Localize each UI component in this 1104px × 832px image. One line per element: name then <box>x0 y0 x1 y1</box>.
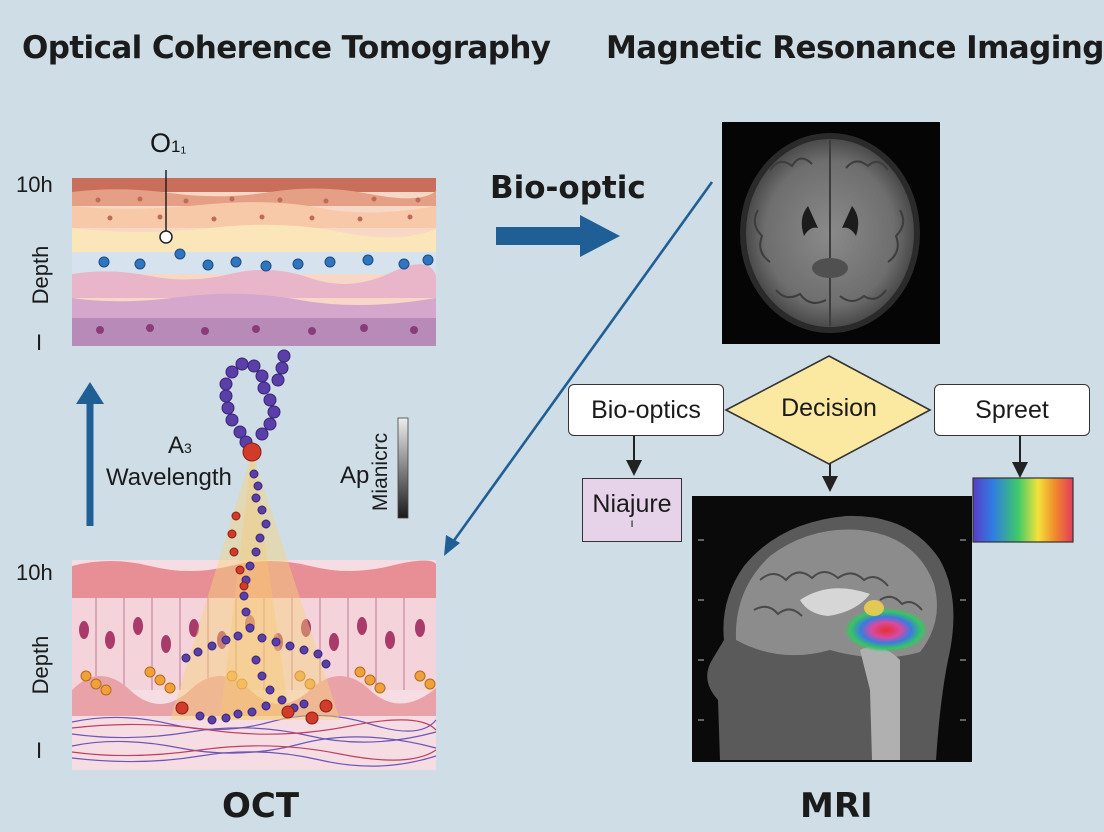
depth-axis-label: Depth <box>28 245 53 305</box>
bio-optics-box: Bio-optics <box>568 384 724 436</box>
axial-mri-image <box>722 122 940 344</box>
intensity-scale-bar <box>397 417 409 519</box>
depth-bottom-value: 10h <box>16 560 53 585</box>
scale-label: Ap <box>340 462 370 489</box>
bio-optic-arrow <box>496 227 582 245</box>
spreet-box: Spreet <box>934 384 1090 436</box>
niajure-label: Niajure <box>592 489 672 518</box>
depth-end-mark-2: I <box>36 738 43 763</box>
molecule-core <box>242 442 262 462</box>
depth-end-mark: I <box>36 330 43 355</box>
depth-top-value: 10h <box>16 172 53 197</box>
niajure-sub: ı <box>630 515 634 530</box>
oct-top-marker: O1₁ <box>150 128 187 158</box>
decision-label: Decision <box>781 394 877 422</box>
molecule-chain <box>181 349 331 725</box>
bio-optic-arrow-label: Bio-optic <box>490 170 646 206</box>
decision-diamond <box>724 355 932 465</box>
left-title: Optical Coherence Tomography <box>22 30 551 66</box>
depth-axis-label-2: Depth <box>28 635 53 695</box>
scale-vertical-label: Mianicrc <box>369 432 392 512</box>
right-title: Magnetic Resonance Imaging <box>606 30 1104 66</box>
oct-bottom-tissue <box>71 560 437 770</box>
spectrum-swatch <box>972 477 1074 543</box>
light-cone <box>170 452 340 720</box>
oct-top-tissue <box>72 170 436 346</box>
sagittal-mri-image <box>692 496 972 762</box>
wavelength-label: Wavelength <box>106 464 232 491</box>
molecule-label-a: A3 <box>168 432 192 459</box>
diagonal-arrow <box>448 181 714 547</box>
mri-label: MRI <box>800 786 873 826</box>
oct-label: OCT <box>222 786 300 826</box>
niajure-box: Niajure ı <box>582 478 682 542</box>
